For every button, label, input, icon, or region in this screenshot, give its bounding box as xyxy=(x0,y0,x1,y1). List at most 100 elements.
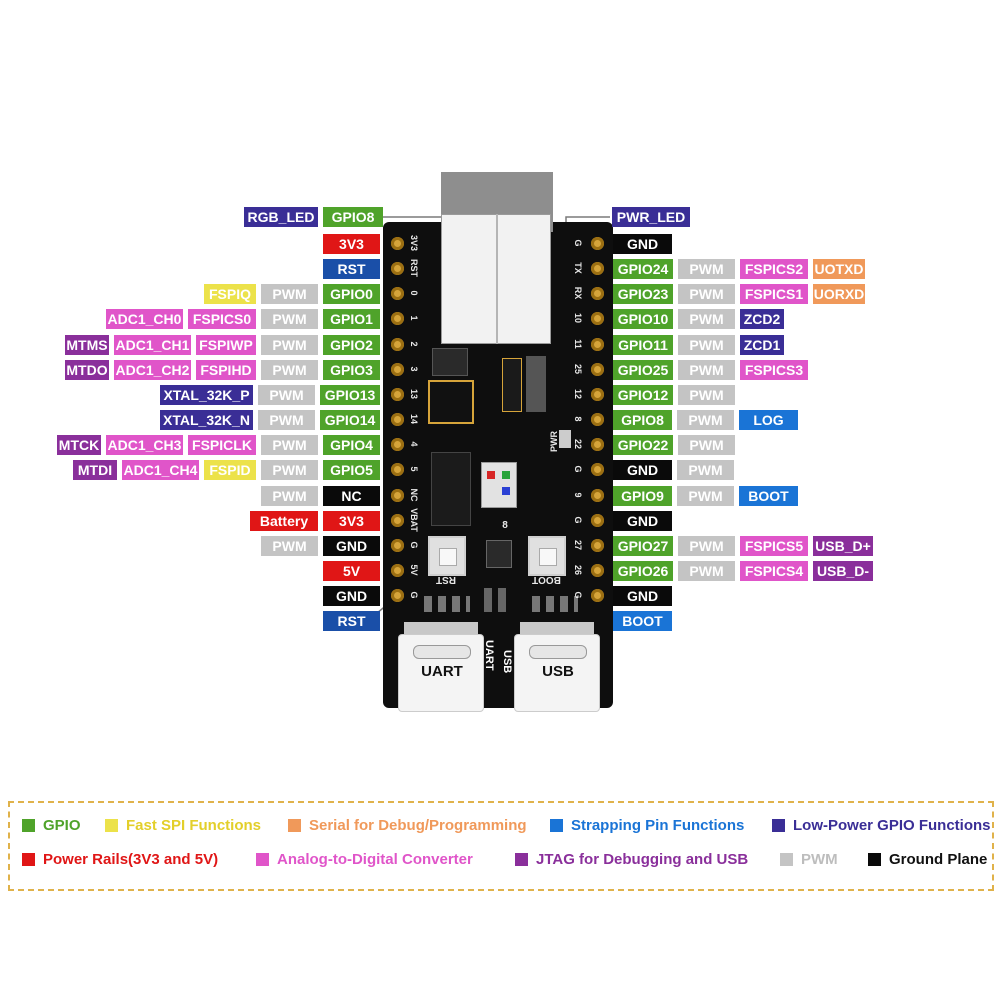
left-silk-5: 3 xyxy=(409,366,419,372)
regulator-component xyxy=(502,358,522,412)
left-pad-7 xyxy=(391,413,404,426)
left-silk-11: VBAT xyxy=(409,508,419,532)
legend-swatch-analog-to-digital-converter xyxy=(256,852,269,866)
left-pin-9-fspid: FSPID xyxy=(204,460,256,480)
left-pin-9-mtdi: MTDI xyxy=(73,460,117,480)
right-pin-11-gnd: GND xyxy=(613,511,672,531)
right-pin-1-uotxd: UOTXD xyxy=(813,259,865,279)
right-pad-6 xyxy=(591,388,604,401)
legend-item-serial-for-debug-programming: Serial for Debug/Programming xyxy=(288,815,527,835)
right-pin-2-uorxd: UORXD xyxy=(813,284,865,304)
legend-item-low-power-gpio-functions: Low-Power GPIO Functions xyxy=(772,815,991,835)
left-pin-12-gnd: GND xyxy=(323,536,380,556)
antenna-component xyxy=(428,380,474,424)
left-silk-0: 3V3 xyxy=(409,234,419,251)
right-pin-4-gpio11: GPIO11 xyxy=(613,335,673,355)
legend-label-pwm: PWM xyxy=(801,850,838,868)
right-pin-10-gpio9: GPIO9 xyxy=(613,486,672,506)
left-silk-13: 5V xyxy=(409,564,419,576)
left-pin-1-rst: RST xyxy=(323,259,380,279)
usb-port-slot xyxy=(529,645,587,659)
right-silk-10: 9 xyxy=(573,492,583,498)
left-pin-15-rst: RST xyxy=(323,611,380,631)
right-pin-2-gpio23: GPIO23 xyxy=(613,284,673,304)
crystal-component xyxy=(432,348,468,376)
right-pin-3-pwm: PWM xyxy=(678,309,735,329)
legend-swatch-ground-plane xyxy=(868,852,881,866)
right-silk-4: 11 xyxy=(573,339,583,349)
left-pad-12 xyxy=(391,539,404,552)
uart-port-body: UART xyxy=(398,634,484,712)
right-pad-1 xyxy=(591,262,604,275)
boot-button[interactable] xyxy=(528,536,566,576)
left-pin-8-gpio4: GPIO4 xyxy=(323,435,380,455)
left-pin-0-3v3: 3V3 xyxy=(323,234,380,254)
right-silk-0: G xyxy=(573,239,583,247)
right-pin-12-pwm: PWM xyxy=(678,536,735,556)
right-pin-12-usb-d: USB_D+ xyxy=(813,536,873,556)
right-pin-4-pwm: PWM xyxy=(678,335,735,355)
right-pad-14 xyxy=(591,589,604,602)
left-pad-3 xyxy=(391,312,404,325)
legend-item-jtag-for-debugging-and-usb: JTAG for Debugging and USB xyxy=(515,849,748,869)
right-pin-1-pwm: PWM xyxy=(678,259,735,279)
left-pin-8-pwm: PWM xyxy=(261,435,318,455)
pwr-led-label: PWR_LED xyxy=(612,207,690,227)
mcu-chip xyxy=(431,452,471,526)
legend-swatch-low-power-gpio-functions xyxy=(772,818,785,832)
right-pin-6-pwm: PWM xyxy=(678,385,735,405)
left-pin-8-mtck: MTCK xyxy=(57,435,101,455)
power-led xyxy=(559,430,571,448)
uart-port-slot xyxy=(413,645,471,659)
left-pad-13 xyxy=(391,564,404,577)
right-pad-0 xyxy=(591,237,604,250)
left-pin-4-pwm: PWM xyxy=(261,335,318,355)
boot-button-label: BOOT xyxy=(532,574,561,585)
legend-label-power-rails-3v3-and-5v: Power Rails(3V3 and 5V) xyxy=(43,850,219,868)
right-pad-10 xyxy=(591,489,604,502)
legend-label-gpio: GPIO xyxy=(43,816,81,834)
boot-button-cap[interactable] xyxy=(539,548,557,566)
left-pin-4-adc1-ch1: ADC1_CH1 xyxy=(114,335,191,355)
legend-swatch-jtag-for-debugging-and-usb xyxy=(515,852,528,866)
right-pin-5-pwm: PWM xyxy=(678,360,735,380)
left-pad-1 xyxy=(391,262,404,275)
usb-connector-divider xyxy=(496,214,498,344)
usb-silk-tag: USB xyxy=(501,650,513,674)
uart-usb-c-port[interactable]: UART xyxy=(398,622,484,712)
left-pad-10 xyxy=(391,489,404,502)
rst-button-cap[interactable] xyxy=(439,548,457,566)
pwr-text: PWR xyxy=(549,431,559,452)
usb-usb-c-port[interactable]: USB xyxy=(514,622,600,712)
rst-button[interactable] xyxy=(428,536,466,576)
right-pin-13-pwm: PWM xyxy=(678,561,735,581)
left-pin-2-fspiq: FSPIQ xyxy=(204,284,256,304)
legend-item-pwm: PWM xyxy=(780,849,838,869)
right-silk-1: TX xyxy=(573,262,583,274)
legend-swatch-strapping-pin-functions xyxy=(550,818,563,832)
left-pin-3-gpio1: GPIO1 xyxy=(323,309,380,329)
left-pin-14-gnd: GND xyxy=(323,586,380,606)
right-silk-12: 27 xyxy=(573,539,583,550)
legend-swatch-fast-spi-functions xyxy=(105,818,118,832)
right-silk-2: RX xyxy=(573,286,583,300)
right-pin-8-gpio22: GPIO22 xyxy=(613,435,673,455)
left-pin-9-pwm: PWM xyxy=(261,460,318,480)
right-pin-13-fspics4: FSPICS4 xyxy=(740,561,808,581)
left-pin-4-mtms: MTMS xyxy=(65,335,109,355)
right-pin-2-fspics1: FSPICS1 xyxy=(740,284,808,304)
rgb-led-label: RGB_LED xyxy=(244,207,318,227)
rgb-led xyxy=(481,462,517,508)
right-pad-7 xyxy=(591,413,604,426)
pwr-label: PWR xyxy=(549,431,559,452)
left-pin-4-fspiwp: FSPIWP xyxy=(196,335,256,355)
left-pin-7-xtal-32k-n: XTAL_32K_N xyxy=(160,410,253,430)
right-pin-3-gpio10: GPIO10 xyxy=(613,309,673,329)
left-pin-5-adc1-ch2: ADC1_CH2 xyxy=(114,360,191,380)
right-pad-3 xyxy=(591,312,604,325)
right-silk-5: 25 xyxy=(573,363,583,374)
small-ic xyxy=(486,540,512,568)
uart-silk-tag: UART xyxy=(483,640,495,671)
inductor-component xyxy=(526,356,546,412)
